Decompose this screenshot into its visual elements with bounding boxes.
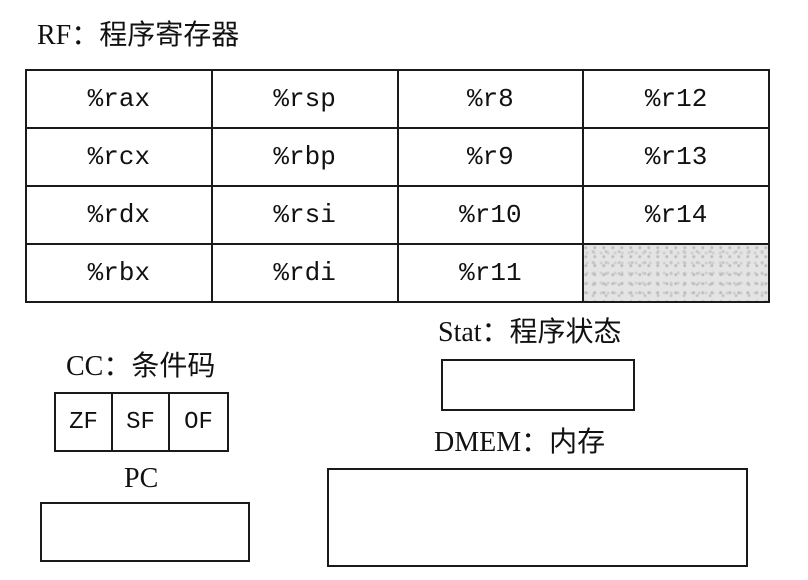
pc-box bbox=[40, 502, 250, 562]
register-cell: %rax bbox=[25, 69, 213, 129]
register-row: %rdx %rsi %r10 %r14 bbox=[25, 185, 770, 245]
register-cell: %rsi bbox=[210, 185, 399, 245]
cc-title: CC：条件码 bbox=[66, 351, 216, 382]
stat-box bbox=[441, 359, 635, 411]
rf-title: RF：程序寄存器 bbox=[37, 20, 240, 51]
register-cell: %r8 bbox=[396, 69, 585, 129]
register-row: %rcx %rbp %r9 %r13 bbox=[25, 127, 770, 187]
unused-register-cell bbox=[582, 243, 770, 303]
register-cell: %rcx bbox=[25, 127, 213, 187]
register-cell: %r9 bbox=[396, 127, 585, 187]
register-cell: %r10 bbox=[396, 185, 585, 245]
stat-title: Stat：程序状态 bbox=[438, 317, 622, 348]
dmem-box bbox=[327, 468, 748, 567]
register-cell: %rdi bbox=[210, 243, 399, 303]
pc-title: PC bbox=[124, 463, 159, 494]
register-cell: %r13 bbox=[582, 127, 770, 187]
register-row: %rbx %rdi %r11 bbox=[25, 243, 770, 303]
register-cell: %rbp bbox=[210, 127, 399, 187]
condition-code-flags: ZF SF OF bbox=[54, 392, 229, 452]
register-cell: %rsp bbox=[210, 69, 399, 129]
register-cell: %r14 bbox=[582, 185, 770, 245]
register-cell: %r11 bbox=[396, 243, 585, 303]
register-cell: %r12 bbox=[582, 69, 770, 129]
register-cell: %rdx bbox=[25, 185, 213, 245]
register-cell: %rbx bbox=[25, 243, 213, 303]
register-row: %rax %rsp %r8 %r12 bbox=[25, 69, 770, 129]
flag-of: OF bbox=[184, 408, 213, 436]
dmem-title: DMEM：内存 bbox=[434, 427, 606, 458]
flag-zf: ZF bbox=[56, 394, 113, 450]
flag-sf: SF bbox=[113, 394, 170, 450]
register-file-table: %rax %rsp %r8 %r12 %rcx %rbp %r9 %r13 %r… bbox=[25, 69, 770, 303]
